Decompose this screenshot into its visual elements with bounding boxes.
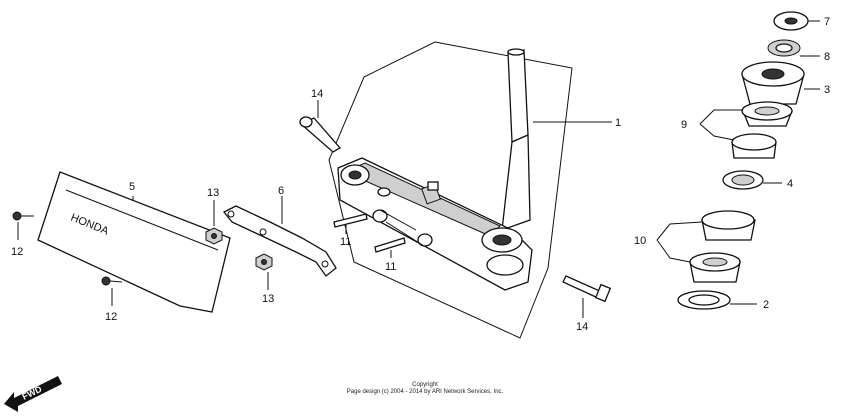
label-part-7: 7 xyxy=(824,16,830,28)
label-part-11-upper: 11 xyxy=(340,236,351,248)
emblem-plate-5: HONDA xyxy=(37,171,231,313)
copyright-line-1: Copyright xyxy=(412,382,438,388)
label-part-1: 1 xyxy=(615,117,621,129)
label-part-14-upper: 14 xyxy=(311,88,323,100)
label-part-14-lower: 14 xyxy=(576,321,588,333)
label-part-8: 8 xyxy=(824,51,830,63)
stud-11-upper xyxy=(333,213,368,234)
label-part-11-lower: 11 xyxy=(385,261,396,273)
label-part-9: 9 xyxy=(681,119,687,131)
bolt-14-upper xyxy=(299,100,342,153)
stud-11-lower xyxy=(374,237,406,258)
stay-bracket-6 xyxy=(222,196,337,277)
screw-12-left xyxy=(12,211,34,240)
copyright-line-2: Page design (c) 2004 - 2014 by ARI Netwo… xyxy=(346,389,504,395)
nut-13-lower xyxy=(255,253,273,290)
adjusting-nut-3 xyxy=(741,61,820,105)
washer-8 xyxy=(767,39,820,57)
label-part-4: 4 xyxy=(787,178,793,190)
label-part-12-right: 12 xyxy=(105,311,117,323)
steering-stem-assembly xyxy=(328,41,612,339)
screw-12-right xyxy=(101,276,123,306)
label-part-12-left: 12 xyxy=(11,246,23,258)
label-part-5: 5 xyxy=(129,181,135,193)
upper-bearing-9 xyxy=(699,101,793,159)
label-part-3: 3 xyxy=(824,84,830,96)
locknut-7 xyxy=(773,11,820,31)
label-part-6: 6 xyxy=(278,185,284,197)
bolt-14-lower xyxy=(562,275,612,318)
lower-bearing-10 xyxy=(656,210,756,283)
nut-13-upper xyxy=(205,200,223,245)
label-part-2: 2 xyxy=(763,299,769,311)
label-part-13-lower: 13 xyxy=(262,293,274,305)
label-part-13-upper: 13 xyxy=(207,187,219,199)
upper-race-4 xyxy=(722,170,782,190)
dust-seal-2 xyxy=(677,290,757,310)
label-part-10: 10 xyxy=(634,235,646,247)
